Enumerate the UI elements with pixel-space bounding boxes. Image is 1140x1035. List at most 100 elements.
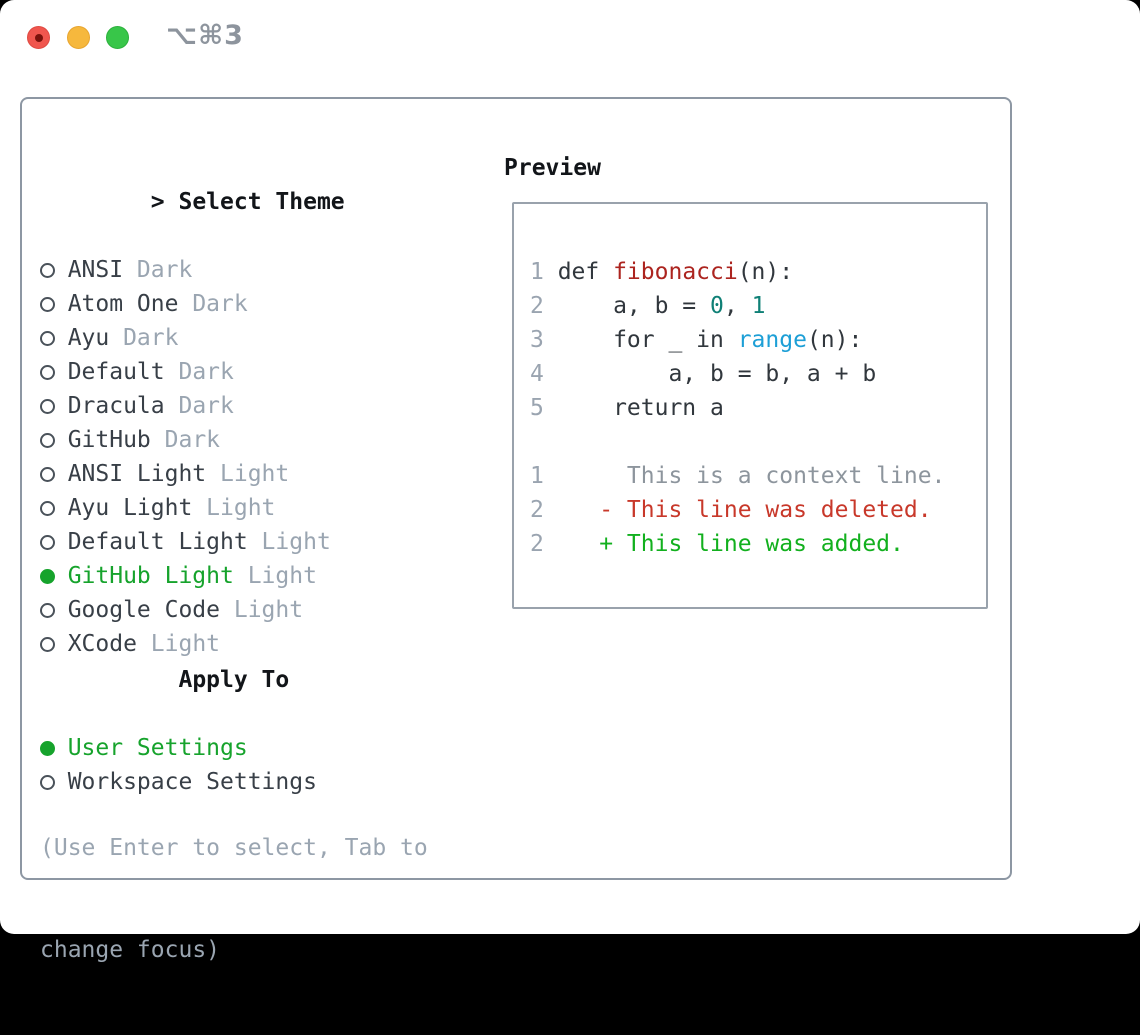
- radio-dot-outline: [40, 399, 55, 414]
- token-code: def: [557, 259, 614, 285]
- token-num: 0: [710, 293, 724, 319]
- radio-selected-icon: [40, 559, 68, 593]
- radio-icon: [40, 765, 68, 799]
- radio-icon: [40, 593, 68, 627]
- theme-option-github-variant: Dark: [150, 427, 221, 453]
- theme-option-default[interactable]: Default Dark: [40, 355, 345, 389]
- theme-option-github[interactable]: GitHub Dark: [40, 423, 345, 457]
- window-title: ⌥⌘3: [166, 20, 244, 51]
- radio-dot-outline: [40, 433, 55, 448]
- radio-icon: [40, 389, 68, 423]
- theme-option-dracula[interactable]: Dracula Dark: [40, 389, 345, 423]
- radio-icon: [40, 423, 68, 457]
- token-code: ,: [723, 293, 752, 319]
- theme-panel-title: Select Theme: [178, 189, 345, 215]
- line-number: 5: [530, 395, 544, 421]
- theme-option-default-light-label: Default Light: [67, 529, 248, 555]
- theme-option-atom-one[interactable]: Atom One Dark: [40, 287, 345, 321]
- blank-line: [530, 425, 945, 459]
- theme-option-xcode[interactable]: XCode Light: [40, 627, 345, 661]
- apply-option-workspace-settings-label: Workspace Settings: [67, 769, 317, 795]
- radio-icon: [40, 491, 68, 525]
- apply-panel-header: Apply To: [40, 629, 317, 731]
- token-code: a, b =: [557, 293, 711, 319]
- hint-line-1: (Use Enter to select, Tab to: [40, 835, 428, 861]
- radio-selected-icon: [40, 731, 68, 765]
- radio-dot-outline: [40, 467, 55, 482]
- token-del: - This line was deleted.: [557, 497, 932, 523]
- theme-option-ayu-light-label: Ayu Light: [67, 495, 193, 521]
- radio-dot-outline: [40, 637, 55, 652]
- theme-option-xcode-label: XCode: [67, 631, 137, 657]
- radio-icon: [40, 525, 68, 559]
- theme-option-dracula-variant: Dark: [164, 393, 234, 419]
- code-line: 2 a, b = 0, 1: [530, 289, 945, 323]
- line-number: 1: [530, 259, 544, 285]
- theme-option-github-label: GitHub: [67, 427, 151, 453]
- hint-text: (Use Enter to select, Tab to change focu…: [40, 763, 428, 1035]
- radio-dot-filled: [40, 741, 55, 756]
- apply-option-workspace-settings[interactable]: Workspace Settings: [40, 765, 317, 799]
- preview-header: Preview: [504, 155, 601, 181]
- theme-option-ayu-light[interactable]: Ayu Light Light: [40, 491, 345, 525]
- theme-option-github-light-variant: Light: [233, 563, 317, 589]
- radio-dot-filled: [40, 569, 55, 584]
- theme-option-google-code-label: Google Code: [67, 597, 221, 623]
- close-button-dot-icon: [35, 34, 43, 42]
- theme-option-atom-one-label: Atom One: [67, 291, 179, 317]
- token-code: return a: [557, 395, 724, 421]
- token-builtin: range: [737, 327, 807, 353]
- token-code: (n):: [806, 327, 863, 353]
- apply-option-user-settings[interactable]: User Settings: [40, 731, 317, 765]
- line-number: 2: [530, 497, 544, 523]
- theme-option-ayu[interactable]: Ayu Dark: [40, 321, 345, 355]
- token-code: a, b = b, a + b: [557, 361, 877, 387]
- theme-option-github-light[interactable]: GitHub Light Light: [40, 559, 345, 593]
- theme-panel-header: >Select Theme: [40, 151, 345, 253]
- code-line: 5 return a: [530, 391, 945, 425]
- theme-option-google-code-variant: Light: [220, 597, 304, 623]
- theme-option-google-code[interactable]: Google Code Light: [40, 593, 345, 627]
- diff-deleted-line: 2 - This line was deleted.: [530, 493, 945, 527]
- theme-option-ansi-light[interactable]: ANSI Light Light: [40, 457, 345, 491]
- theme-option-default-light[interactable]: Default Light Light: [40, 525, 345, 559]
- line-number: 1: [530, 463, 544, 489]
- theme-option-ansi-variant: Dark: [123, 257, 193, 283]
- theme-option-ansi[interactable]: ANSI Dark: [40, 253, 345, 287]
- theme-option-github-light-label: GitHub Light: [67, 563, 234, 589]
- code-line: 4 a, b = b, a + b: [530, 357, 945, 391]
- radio-dot-outline: [40, 297, 55, 312]
- radio-dot-outline: [40, 331, 55, 346]
- theme-option-atom-one-variant: Dark: [178, 291, 248, 317]
- theme-option-ansi-light-variant: Light: [206, 461, 290, 487]
- token-num: 1: [751, 293, 766, 319]
- radio-icon: [40, 355, 68, 389]
- close-button[interactable]: [27, 26, 50, 49]
- minimize-button[interactable]: [67, 26, 90, 49]
- maximize-button[interactable]: [106, 26, 129, 49]
- theme-option-default-label: Default: [67, 359, 165, 385]
- radio-icon: [40, 457, 68, 491]
- radio-icon: [40, 627, 68, 661]
- radio-icon: [40, 253, 68, 287]
- diff-context-line: 1 This is a context line.: [530, 459, 945, 493]
- line-number: 4: [530, 361, 544, 387]
- line-number: 2: [530, 293, 544, 319]
- radio-icon: [40, 287, 68, 321]
- line-number: 2: [530, 531, 544, 557]
- theme-option-xcode-variant: Light: [136, 631, 221, 657]
- theme-option-default-light-variant: Light: [247, 529, 331, 555]
- line-number: 3: [530, 327, 544, 353]
- hint-line-2: change focus): [40, 937, 221, 963]
- token-func: fibonacci: [613, 259, 738, 285]
- radio-dot-outline: [40, 603, 55, 618]
- token-ctx: This is a context line.: [557, 463, 946, 489]
- theme-option-ayu-variant: Dark: [109, 325, 179, 351]
